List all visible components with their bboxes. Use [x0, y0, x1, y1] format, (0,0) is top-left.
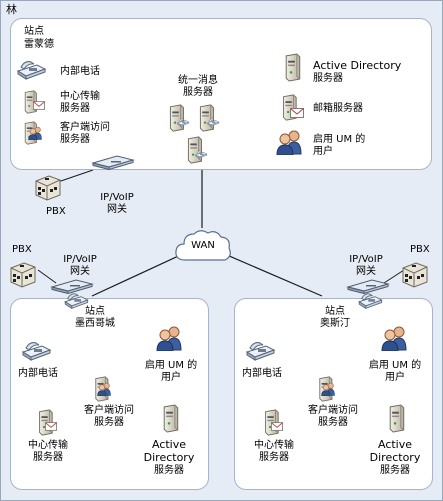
forest-label: 林	[6, 3, 17, 16]
site-redmond	[10, 18, 432, 170]
wan-label: WAN	[191, 240, 215, 251]
right-pbx-label: PBX	[410, 244, 430, 255]
left-site-heading: 站点墨西哥城	[75, 306, 115, 329]
top-um-label: 统一消息服务器	[178, 75, 218, 98]
phone-icon	[20, 338, 52, 362]
pbx-icon	[33, 171, 63, 201]
left-users-label: 启用 UM 的用户	[144, 360, 198, 383]
mail-icon	[33, 101, 45, 110]
mail-icon	[45, 422, 57, 431]
right-phone-label: 内部电话	[242, 368, 282, 379]
left-pbx-label: PBX	[12, 244, 32, 255]
top-phone-label: 内部电话	[60, 66, 100, 77]
top-pbx-label: PBX	[46, 206, 66, 217]
pbx-icon	[400, 258, 430, 288]
top-cas-label: 客户端访问服务器	[60, 122, 110, 145]
top-site-name: 雷蒙德	[24, 39, 54, 50]
server-icon	[386, 404, 406, 433]
right-site-heading: 站点奥斯汀	[320, 306, 350, 329]
users-icon	[380, 325, 408, 351]
right-hub-label: 中心传输服务器	[254, 440, 294, 463]
pbx-icon	[8, 258, 38, 288]
phone-icon	[206, 117, 220, 127]
phone-icon	[244, 338, 276, 362]
mail-icon	[271, 422, 283, 431]
server-icon	[282, 53, 302, 82]
top-site-title: 站点	[24, 26, 44, 37]
left-cas-label: 客户端访问服务器	[84, 405, 134, 428]
left-hub-label: 中心传输服务器	[28, 440, 68, 463]
user-icon	[96, 382, 112, 396]
left-phone-label: 内部电话	[18, 368, 58, 379]
top-mailbox-label: 邮箱服务器	[313, 103, 363, 114]
users-icon	[275, 129, 303, 155]
user-icon	[320, 382, 336, 396]
phone-icon	[194, 149, 208, 159]
users-icon	[155, 325, 183, 351]
mail-icon	[290, 108, 304, 118]
server-icon	[160, 404, 180, 433]
top-users-label: 启用 UM 的用户	[313, 134, 366, 157]
right-users-label: 启用 UM 的用户	[368, 360, 422, 383]
gateway-icon	[91, 154, 135, 170]
right-cas-label: 客户端访问服务器	[308, 405, 358, 428]
user-icon	[27, 126, 43, 140]
phone-icon	[15, 57, 47, 81]
phone-icon	[176, 117, 190, 127]
top-hub-label: 中心传输服务器	[60, 91, 100, 114]
